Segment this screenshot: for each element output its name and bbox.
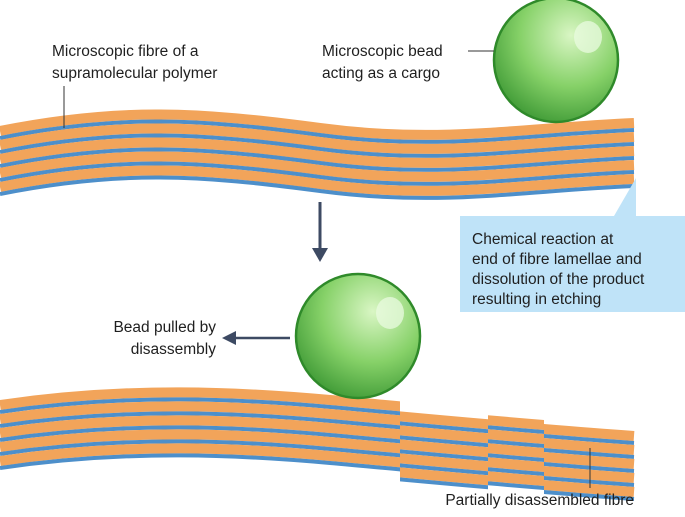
- lamella-orange: [0, 151, 635, 182]
- lamella-blue: [0, 175, 635, 200]
- lamella-orange: [0, 401, 400, 426]
- lamella-orange: [0, 137, 635, 168]
- reaction-line3: dissolution of the product: [472, 271, 645, 288]
- lamella-blue: [0, 397, 400, 416]
- lamella-orange: [0, 443, 400, 468]
- left-arrow-icon: [222, 331, 290, 345]
- lamella-blue: [488, 425, 544, 435]
- reaction-line1: Chemical reaction at: [472, 231, 614, 248]
- lamella-blue: [0, 411, 400, 430]
- fibre-label-line1: Microscopic fibre of a: [52, 43, 199, 60]
- lamella-orange: [488, 457, 544, 473]
- lamella-blue: [0, 439, 400, 458]
- cargo-bead-bottom: [294, 272, 422, 400]
- lamella-blue: [0, 161, 635, 186]
- pulled-line1: Bead pulled by: [113, 319, 216, 336]
- partially-disassembled-fibre: [0, 387, 635, 501]
- lamella-orange: [0, 415, 400, 440]
- lamella-blue: [488, 467, 544, 477]
- reaction-line4: resulting in etching: [472, 291, 601, 308]
- lamella-orange: [488, 471, 544, 487]
- cargo-bead-top: [492, 0, 620, 124]
- partial-label: Partially disassembled fibre: [445, 492, 634, 509]
- lamella-orange: [0, 429, 400, 454]
- lamella-blue: [0, 119, 635, 144]
- lamella-blue: [488, 439, 544, 449]
- lamella-orange: [488, 415, 544, 431]
- lamella-blue: [0, 133, 635, 158]
- intact-fibre: [0, 109, 635, 200]
- reaction-line2: end of fibre lamellae and: [472, 251, 642, 268]
- lamella-orange: [0, 123, 635, 154]
- lamella-blue: [0, 425, 400, 444]
- pulled-line2: disassembly: [131, 341, 217, 358]
- lamella-orange: [488, 429, 544, 445]
- lamella-blue: [0, 453, 400, 472]
- lamella-orange: [0, 165, 635, 196]
- lamella-blue: [488, 453, 544, 463]
- lamella-blue: [488, 481, 544, 491]
- bead-label-line1: Microscopic bead: [322, 43, 443, 60]
- down-arrow-icon: [312, 202, 328, 262]
- lamella-orange: [0, 387, 400, 412]
- fibre-label-line2: supramolecular polymer: [52, 65, 217, 82]
- reaction-callout: Chemical reaction at end of fibre lamell…: [460, 178, 685, 312]
- lamella-blue: [0, 147, 635, 172]
- lamella-orange: [0, 109, 635, 140]
- lamella-orange: [488, 443, 544, 459]
- bead-label-line2: acting as a cargo: [322, 65, 440, 82]
